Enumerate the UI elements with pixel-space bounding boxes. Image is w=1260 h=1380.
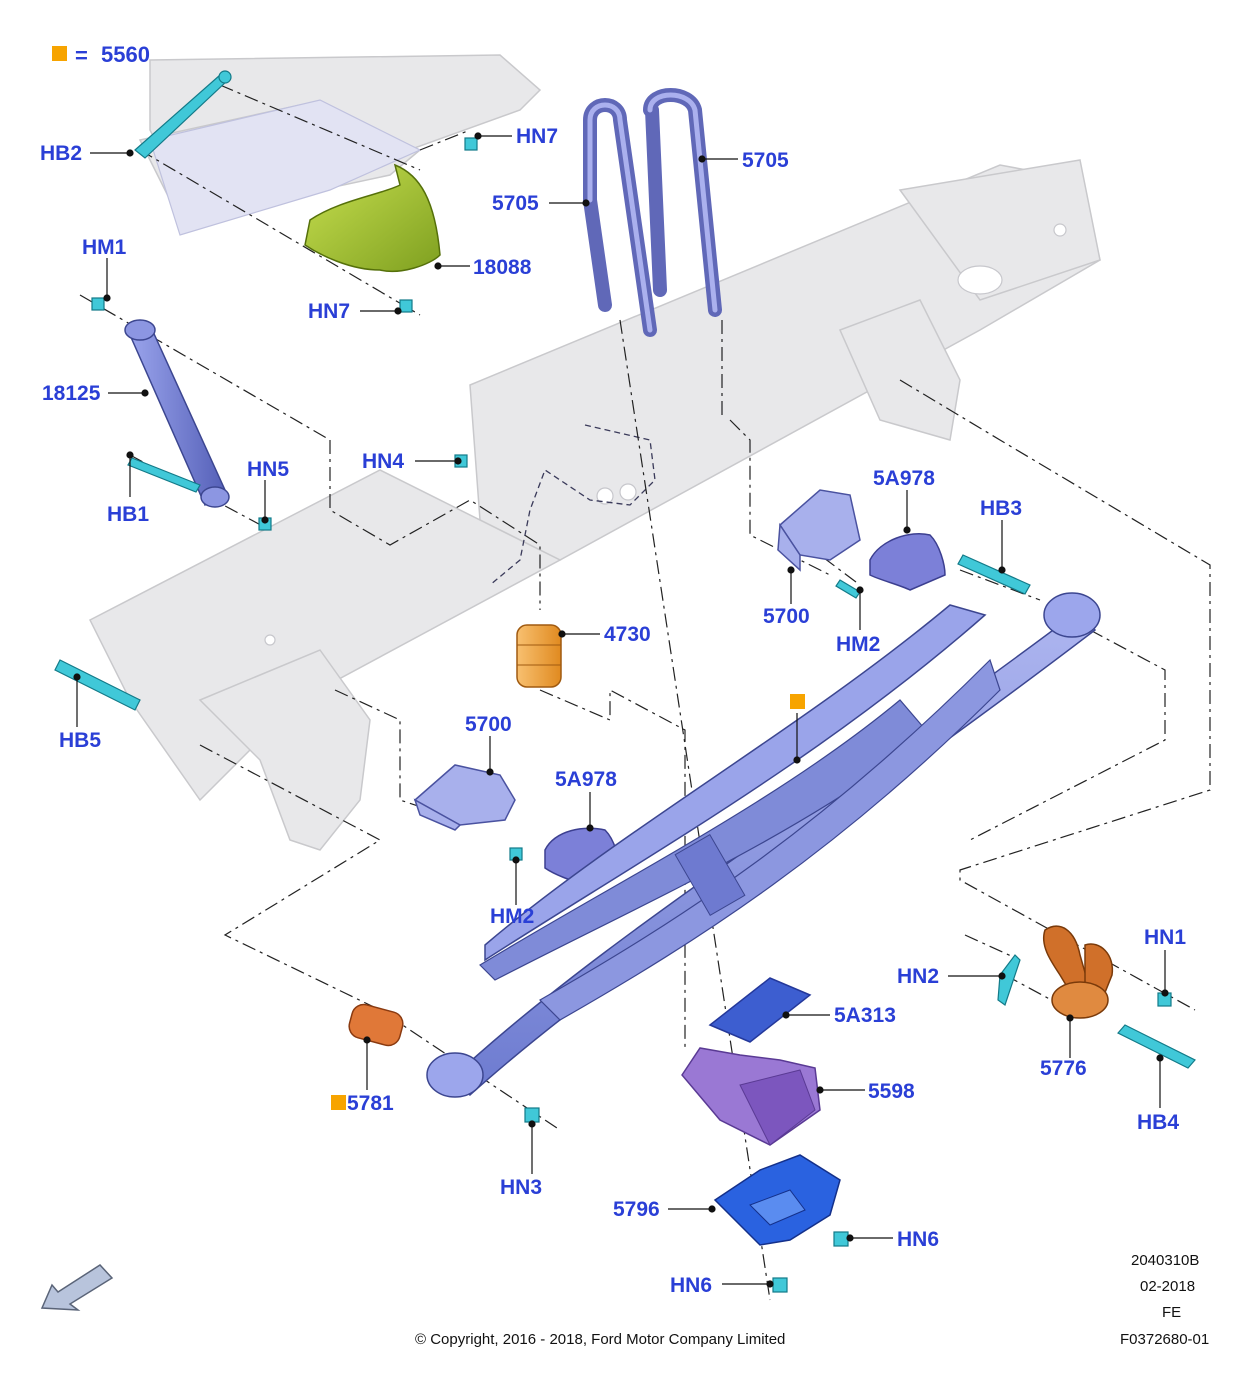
bracket-middle: [413, 764, 516, 831]
label-5781: 5781: [347, 1092, 394, 1115]
label-hm2-mid: HM2: [490, 905, 535, 928]
label-5700-mid: 5700: [465, 713, 512, 736]
legend-marker: [52, 46, 67, 61]
u-bolts-highlight: [587, 92, 718, 333]
jounce-bumper: [516, 624, 562, 688]
label-hb2: HB2: [40, 142, 83, 165]
shackle: [1043, 925, 1114, 1019]
label-hn7-top: HN7: [516, 125, 559, 148]
label-5705-left: 5705: [492, 192, 539, 215]
legend-code: 5560: [101, 42, 150, 67]
label-5598: 5598: [868, 1080, 915, 1103]
label-hn1: HN1: [1144, 926, 1187, 949]
label-5a313: 5A313: [834, 1004, 896, 1027]
label-18125: 18125: [42, 382, 101, 405]
label-hn6-right: HN6: [897, 1228, 940, 1251]
label-leaders: [73, 132, 1169, 1288]
spring-callout-marker: [790, 694, 805, 709]
label-hm2-top: HM2: [836, 633, 881, 656]
frame-bracket-outline: [489, 424, 656, 586]
label-hb5: HB5: [59, 729, 102, 752]
label-5776: 5776: [1040, 1057, 1087, 1080]
label-hn6-bottom: HN6: [670, 1274, 713, 1297]
label-5a978-mid: 5A978: [555, 768, 617, 791]
arrow-forward-icon: [40, 1264, 114, 1311]
leaf-spring: [426, 592, 1101, 1098]
label-hn7-mid: HN7: [308, 300, 351, 323]
shock-absorber: [124, 319, 230, 508]
pad-upper: [869, 533, 946, 591]
label-5781-marker: [331, 1095, 346, 1110]
heat-shield: [304, 163, 441, 273]
label-hb4: HB4: [1137, 1111, 1180, 1134]
label-hb1: HB1: [107, 503, 150, 526]
bracket-upper: [777, 489, 861, 572]
drawing-date: 02-2018: [1140, 1278, 1196, 1295]
drawing-number: 2040310B: [1131, 1252, 1200, 1269]
label-hn5: HN5: [247, 458, 290, 481]
label-hn2: HN2: [897, 965, 940, 988]
spring-plate: [681, 1047, 821, 1146]
label-hn4: HN4: [362, 450, 405, 473]
spring-clamp-plate: [713, 1154, 841, 1246]
copyright-notice: © Copyright, 2016 - 2018, Ford Motor Com…: [415, 1331, 786, 1348]
frame-crossmember: [149, 99, 422, 236]
label-hm1: HM1: [82, 236, 127, 259]
label-5a978-top: 5A978: [873, 467, 935, 490]
figure-id: F0372680-01: [1120, 1331, 1210, 1348]
label-hb3: HB3: [980, 497, 1023, 520]
bushing: [348, 1003, 404, 1047]
label-18088: 18088: [473, 256, 532, 279]
label-4730: 4730: [604, 623, 651, 646]
label-5700-top: 5700: [763, 605, 810, 628]
label-5796: 5796: [613, 1198, 660, 1221]
label-5705-right: 5705: [742, 149, 789, 172]
drawing-region: FE: [1162, 1304, 1182, 1321]
legend-equals: =: [75, 43, 88, 68]
label-hn3: HN3: [500, 1176, 543, 1199]
frame-holes: [264, 223, 1067, 646]
spring-spacer: [708, 977, 812, 1043]
